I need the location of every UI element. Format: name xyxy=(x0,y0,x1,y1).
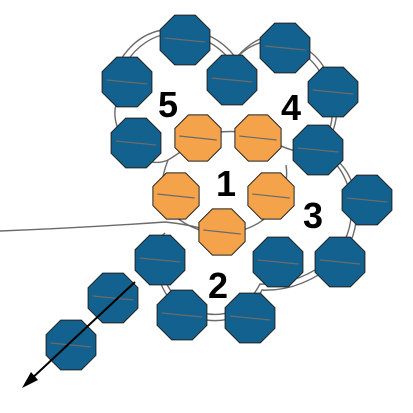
thread-through-bead xyxy=(203,229,241,235)
thread-through-bead xyxy=(264,45,306,51)
thread-through-bead xyxy=(179,135,217,141)
petal-labels: 1 2 3 4 5 xyxy=(158,84,323,306)
thread-through-bead xyxy=(312,89,354,95)
thread-through-bead xyxy=(164,37,206,43)
thread-through-bead xyxy=(106,79,148,85)
label-right: 3 xyxy=(303,195,323,236)
thread-through-bead xyxy=(257,259,299,265)
thread-through-bead xyxy=(239,135,277,141)
thread-through-bead xyxy=(115,140,157,146)
thread-through-bead xyxy=(319,259,361,265)
arrow-shaft xyxy=(27,281,136,383)
thread-through-bead xyxy=(211,77,253,83)
arrow-head xyxy=(22,372,38,388)
thread-through-bead xyxy=(157,193,195,199)
thread-through-bead xyxy=(161,312,203,318)
thread-through-bead xyxy=(50,342,92,348)
label-top-left: 5 xyxy=(158,84,178,125)
thread-through-bead xyxy=(229,315,271,321)
thread-exit-arrow xyxy=(22,281,136,388)
thread-through-bead xyxy=(346,197,388,203)
thread-path xyxy=(0,221,201,232)
thread-through-bead xyxy=(92,295,134,301)
thread-through-bead xyxy=(139,257,181,263)
label-top-right: 4 xyxy=(281,87,301,128)
thread-through-bead xyxy=(297,147,339,153)
bead-layer xyxy=(45,14,393,371)
label-center: 1 xyxy=(216,163,236,204)
label-bottom: 2 xyxy=(208,265,228,306)
thread-through-bead xyxy=(252,193,290,199)
